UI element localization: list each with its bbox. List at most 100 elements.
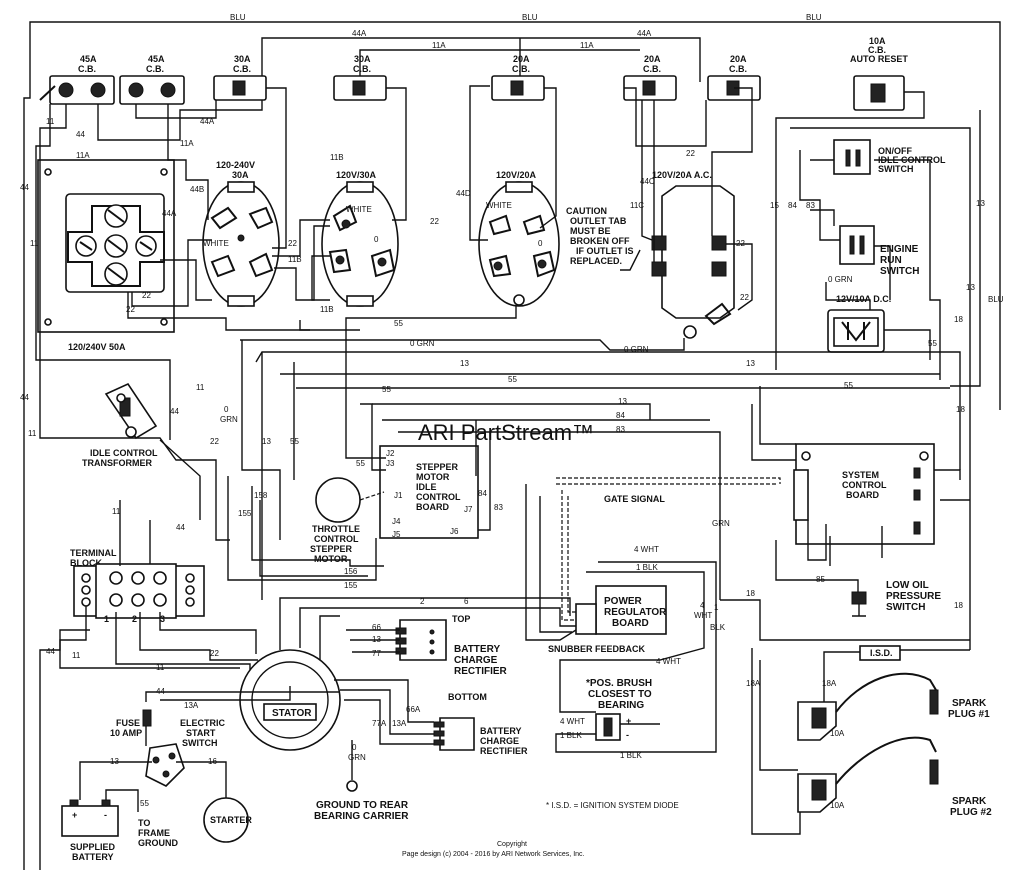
cb-30a-1-type: C.B. bbox=[233, 64, 251, 74]
fuse-10-amp[interactable]: FUSE 10 AMP bbox=[110, 709, 152, 738]
battery-charge-rectifier-top[interactable]: TOP BATTERY CHARGE RECTIFIER bbox=[395, 614, 508, 677]
wl-grn-c: GRN bbox=[712, 519, 730, 528]
throttle-control-stepper-motor[interactable]: THROTTLE CONTROL STEPPER MOTOR bbox=[310, 477, 385, 564]
engine-run-switch[interactable]: ENGINE RUN SWITCH bbox=[839, 225, 919, 277]
wl-22-c: 22 bbox=[288, 239, 297, 248]
wl-0-a: 0 bbox=[224, 405, 229, 414]
wire-label-blu-3: BLU bbox=[806, 13, 822, 22]
wl-83-a: 83 bbox=[806, 201, 815, 210]
idle-control-transformer[interactable]: IDLE CONTROL TRANSFORMER bbox=[82, 382, 158, 468]
electric-start-switch[interactable]: ELECTRIC START SWITCH bbox=[145, 718, 226, 787]
system-board-label-3: BOARD bbox=[846, 490, 879, 500]
spark-plug-1[interactable]: SPARK PLUG #1 bbox=[835, 672, 990, 720]
coil-1-label: 10A bbox=[830, 729, 845, 738]
stator-label: STATOR bbox=[272, 708, 312, 719]
outlet-120-240v-50a[interactable]: 120/240V 50A bbox=[37, 159, 175, 352]
wl-44-f: 44 bbox=[46, 647, 55, 656]
throttle-label-1: THROTTLE bbox=[312, 524, 360, 534]
wl-44d: 44D bbox=[456, 189, 471, 198]
caution-line-2: OUTLET TAB bbox=[570, 216, 627, 226]
cb-20a-3-rating: 20A bbox=[730, 54, 747, 64]
wl-18-a: 18 bbox=[954, 315, 963, 324]
frame-ground-2: FRAME bbox=[138, 828, 170, 838]
supplied-battery[interactable]: + - SUPPLIED BATTERY bbox=[61, 799, 119, 862]
wl-77a: 77A bbox=[372, 719, 387, 728]
wl-22-b: 22 bbox=[126, 305, 135, 314]
cb-30a-2-rating: 30A bbox=[354, 54, 371, 64]
outlet-30a-dual-label-2: 30A bbox=[232, 170, 249, 180]
low-oil-pressure-switch[interactable]: LOW OIL PRESSURE SWITCH bbox=[851, 580, 941, 617]
battery-charge-rectifier-bottom[interactable]: BOTTOM BATTERY CHARGE RECTIFIER bbox=[433, 692, 528, 756]
pos-brush-label-2: CLOSEST TO bbox=[588, 689, 652, 700]
blu-wire: BLU BLU BLU BLU bbox=[29, 13, 1004, 410]
wl-0grn-b: 0 GRN bbox=[410, 339, 435, 348]
starter-motor[interactable]: STARTER bbox=[203, 797, 252, 843]
wl-13-a: 13 bbox=[976, 199, 985, 208]
cb-10a-auto-reset[interactable]: 10A C.B. AUTO RESET bbox=[850, 36, 908, 111]
ignition-diode[interactable]: I.S.D. bbox=[859, 645, 901, 661]
caution-line-3: MUST BE bbox=[570, 226, 611, 236]
wl-55-f: 55 bbox=[290, 437, 299, 446]
outlet-120v-20a-ac[interactable]: 120V/20A A.C. bbox=[651, 170, 735, 339]
wl-44-g: 44 bbox=[156, 687, 165, 696]
cb-30a-2[interactable]: 30A C.B. bbox=[333, 54, 387, 101]
wl-13-e: 13 bbox=[618, 397, 627, 406]
power-regulator-board[interactable]: POWER REGULATOR BOARD bbox=[575, 585, 667, 635]
wl-11b-a: 11B bbox=[288, 255, 302, 264]
wl-44a-a: 44A bbox=[200, 117, 215, 126]
outlet-120v-20a[interactable]: 120V/20A WHITE 0 bbox=[478, 170, 560, 307]
outlet-120v20a-white: WHITE bbox=[486, 201, 512, 210]
frame-ground-3: GROUND bbox=[138, 838, 178, 848]
rectifier-bottom-label-1: BATTERY bbox=[480, 726, 522, 736]
wl-11b-c: 11B bbox=[320, 305, 334, 314]
wl-18-d: 18 bbox=[954, 601, 963, 610]
cb-45a-1[interactable]: 45A C.B. bbox=[39, 54, 115, 105]
cb-30a-1[interactable]: 30A C.B. bbox=[213, 54, 267, 101]
rectifier-top-label-2: CHARGE bbox=[454, 655, 498, 666]
wl-84-c: 84 bbox=[478, 489, 487, 498]
stepper-board-label-2: MOTOR bbox=[416, 472, 450, 482]
wl-13-g: 13 bbox=[372, 635, 381, 644]
outlet-12v-10a-dc[interactable]: 12V/10A D.C. bbox=[827, 294, 891, 353]
outlet-120-240v-30a[interactable]: 120-240V 30A WHITE bbox=[202, 160, 280, 307]
cb-45a-2[interactable]: 45A C.B. bbox=[119, 54, 185, 105]
wiring bbox=[23, 85, 981, 870]
wl-11c: 11C bbox=[630, 201, 644, 210]
cb-20a-1[interactable]: 20A C.B. bbox=[491, 54, 545, 101]
outlet-30a-dual-label-1: 120-240V bbox=[216, 160, 255, 170]
stepper-motor-idle-control-board[interactable]: STEPPER MOTOR IDLE CONTROL BOARD J2 J3 J… bbox=[379, 445, 479, 539]
wl-grn-b: GRN bbox=[348, 753, 366, 762]
wl-18-b: 18 bbox=[956, 405, 965, 414]
brush-assembly[interactable]: *POS. BRUSH CLOSEST TO BEARING + - bbox=[586, 678, 652, 741]
low-oil-label-3: SWITCH bbox=[886, 602, 925, 613]
terminal-block-label-1: TERMINAL bbox=[70, 548, 117, 558]
onoff-idle-control-switch[interactable]: ON/OFF IDLE CONTROL SWITCH bbox=[833, 139, 946, 175]
system-control-board[interactable]: SYSTEM CONTROL BOARD bbox=[793, 443, 935, 545]
pin-j6: J6 bbox=[450, 527, 459, 536]
rectifier-top-label: TOP bbox=[452, 614, 470, 624]
cb-20a-2[interactable]: 20A C.B. bbox=[623, 54, 677, 101]
wl-11a-a: 11A bbox=[76, 151, 90, 160]
wl-55-g: 55 bbox=[356, 459, 365, 468]
spark-plug-1-label-2: PLUG #1 bbox=[948, 709, 990, 720]
ignition-coil-1[interactable]: 10A bbox=[797, 701, 845, 741]
ground-rear-label-2: BEARING CARRIER bbox=[314, 811, 409, 822]
ignition-coil-2[interactable]: 10A bbox=[797, 773, 845, 813]
wl-55-c: 55 bbox=[508, 375, 517, 384]
wl-22-i: 22 bbox=[210, 649, 219, 658]
system-board-label-1: SYSTEM bbox=[842, 470, 879, 480]
battery-label-1: SUPPLIED bbox=[70, 842, 116, 852]
wl-83-c: 83 bbox=[494, 503, 503, 512]
gate-signal-label: GATE SIGNAL bbox=[604, 494, 665, 504]
wl-wht-a: WHT bbox=[694, 611, 712, 620]
wire-label-blu-2: BLU bbox=[522, 13, 538, 22]
rectifier-bottom-label: BOTTOM bbox=[448, 692, 487, 702]
outlet-120v-30a[interactable]: 120V/30A WHITE 0 bbox=[321, 170, 399, 307]
terminal-block[interactable]: TERMINAL BLOCK 1 2 3 bbox=[70, 548, 205, 624]
spark-plug-2[interactable]: SPARK PLUG #2 bbox=[835, 736, 992, 818]
caution-line-5: IF OUTLET IS bbox=[576, 246, 634, 256]
wl-44-c: 44 bbox=[170, 407, 179, 416]
outlet-120v30a-label: 120V/30A bbox=[336, 170, 377, 180]
wl-22-e: 22 bbox=[686, 149, 695, 158]
isd-note: * I.S.D. = IGNITION SYSTEM DIODE bbox=[546, 801, 679, 810]
